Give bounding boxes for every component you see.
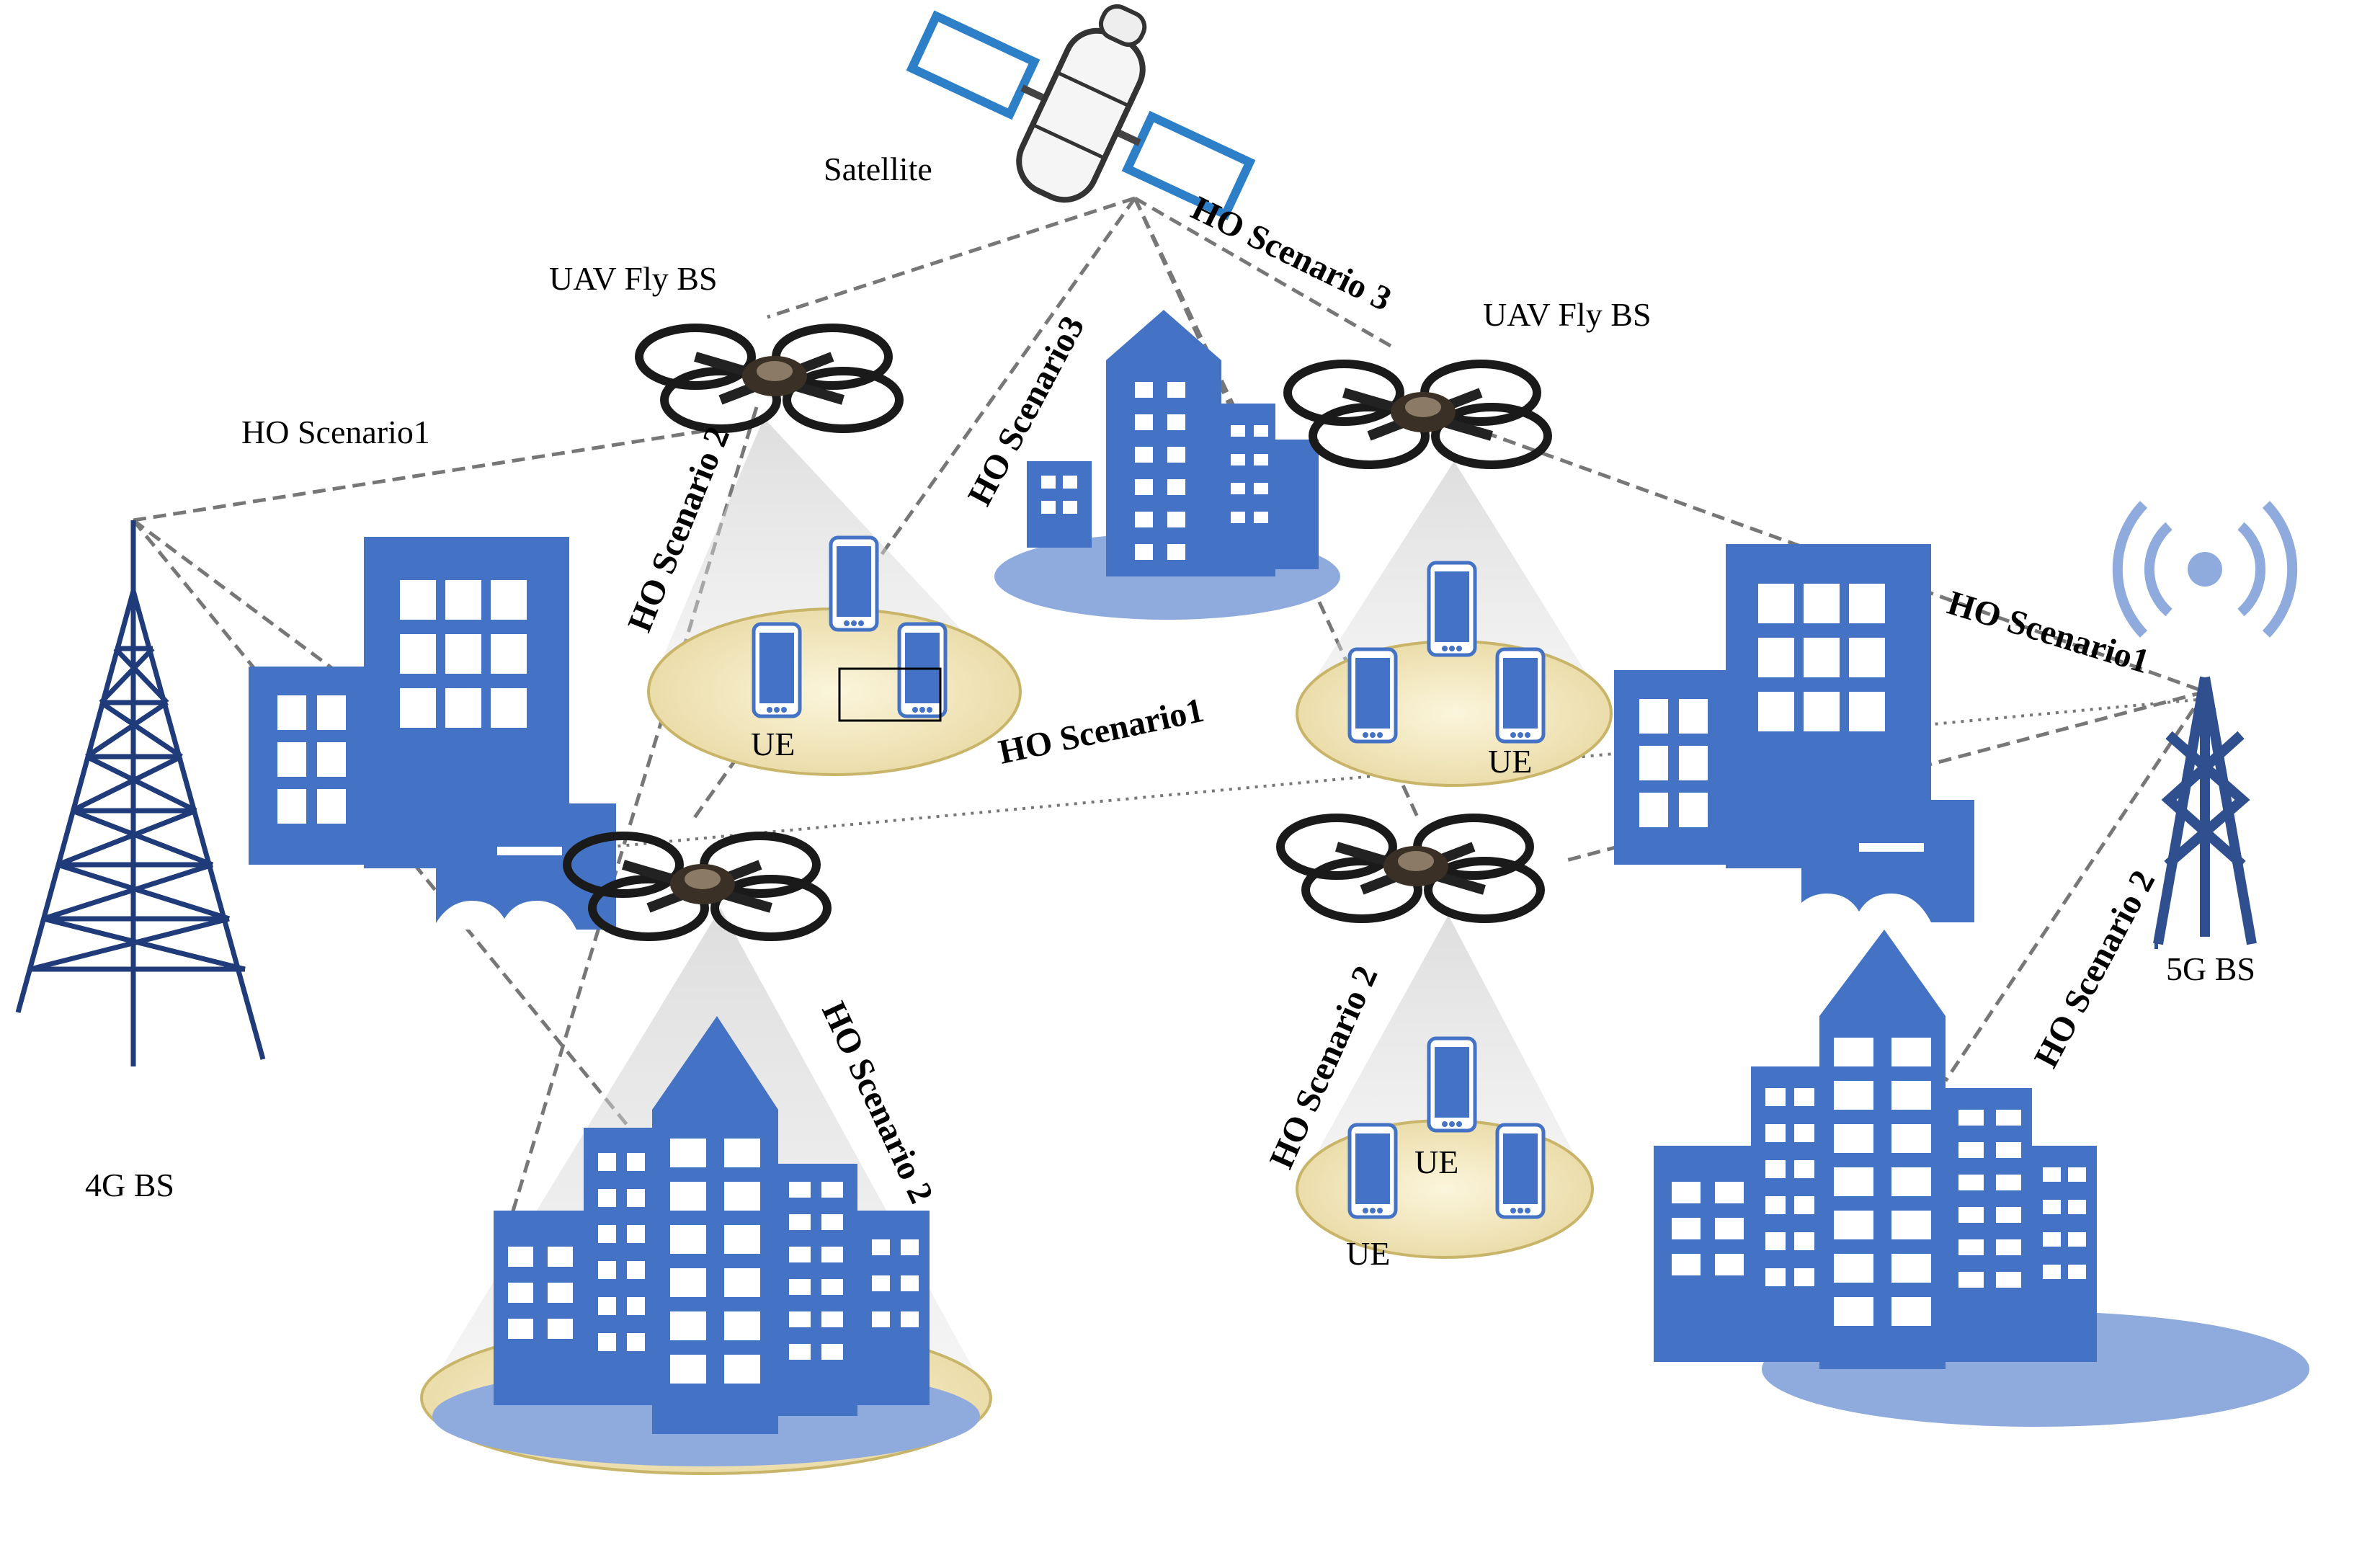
ho-scenario3-label: HO Scenario 3 xyxy=(1185,189,1397,318)
tower-4g-icon xyxy=(15,520,266,1066)
ue-phone xyxy=(1350,649,1396,741)
ue-label: UE xyxy=(1346,1235,1390,1272)
ue-label: UE xyxy=(1414,1144,1458,1180)
bs-5g-label: 5G BS xyxy=(2166,950,2255,987)
city-left-bottom xyxy=(420,908,992,1475)
ue-phone xyxy=(1429,1038,1475,1131)
tower-5g-icon xyxy=(2112,501,2298,949)
ue-phone xyxy=(1497,1125,1543,1217)
ue-phone xyxy=(754,624,800,716)
ue-phone xyxy=(899,624,945,716)
satellite-icon xyxy=(906,4,1256,220)
coverage-right-uav xyxy=(1296,461,1613,787)
link-uav-right-5g xyxy=(1484,430,2206,694)
link-5g-city-right xyxy=(1943,690,2207,1082)
uav-drone-icon xyxy=(639,328,899,429)
ue-phone xyxy=(831,538,877,630)
uav-left-label: UAV Fly BS xyxy=(549,260,718,297)
ue-label: UE xyxy=(751,726,795,762)
building-left-office xyxy=(249,537,616,930)
ue-phone xyxy=(1497,649,1543,741)
uav-right-label: UAV Fly BS xyxy=(1483,296,1652,333)
ue-phone xyxy=(1429,563,1475,655)
uav-drone-icon xyxy=(1288,364,1548,465)
coverage-left-uav xyxy=(647,418,1022,776)
ue-label: UE xyxy=(1488,743,1532,780)
ho-scenario1-label: HO Scenario1 xyxy=(995,691,1207,772)
coverage-center-uav xyxy=(1296,915,1594,1259)
ho-scenario2-label: HO Scenario 2 xyxy=(2027,864,2162,1074)
link-sat-uav-right xyxy=(1133,196,1392,348)
link-sat-uav-left xyxy=(767,196,1136,319)
ue-phone xyxy=(1350,1125,1396,1217)
uav-drone-icon xyxy=(1280,818,1541,919)
building-right-office xyxy=(1614,544,1974,922)
satellite-label: Satellite xyxy=(824,151,932,187)
ho-scenario1-label: HO Scenario1 xyxy=(241,414,430,450)
link-4g-uav-left xyxy=(133,419,765,522)
building-center-skyline xyxy=(994,310,1340,620)
bs-4g-label: 4G BS xyxy=(85,1167,174,1203)
city-right-bottom xyxy=(1654,930,2309,1427)
